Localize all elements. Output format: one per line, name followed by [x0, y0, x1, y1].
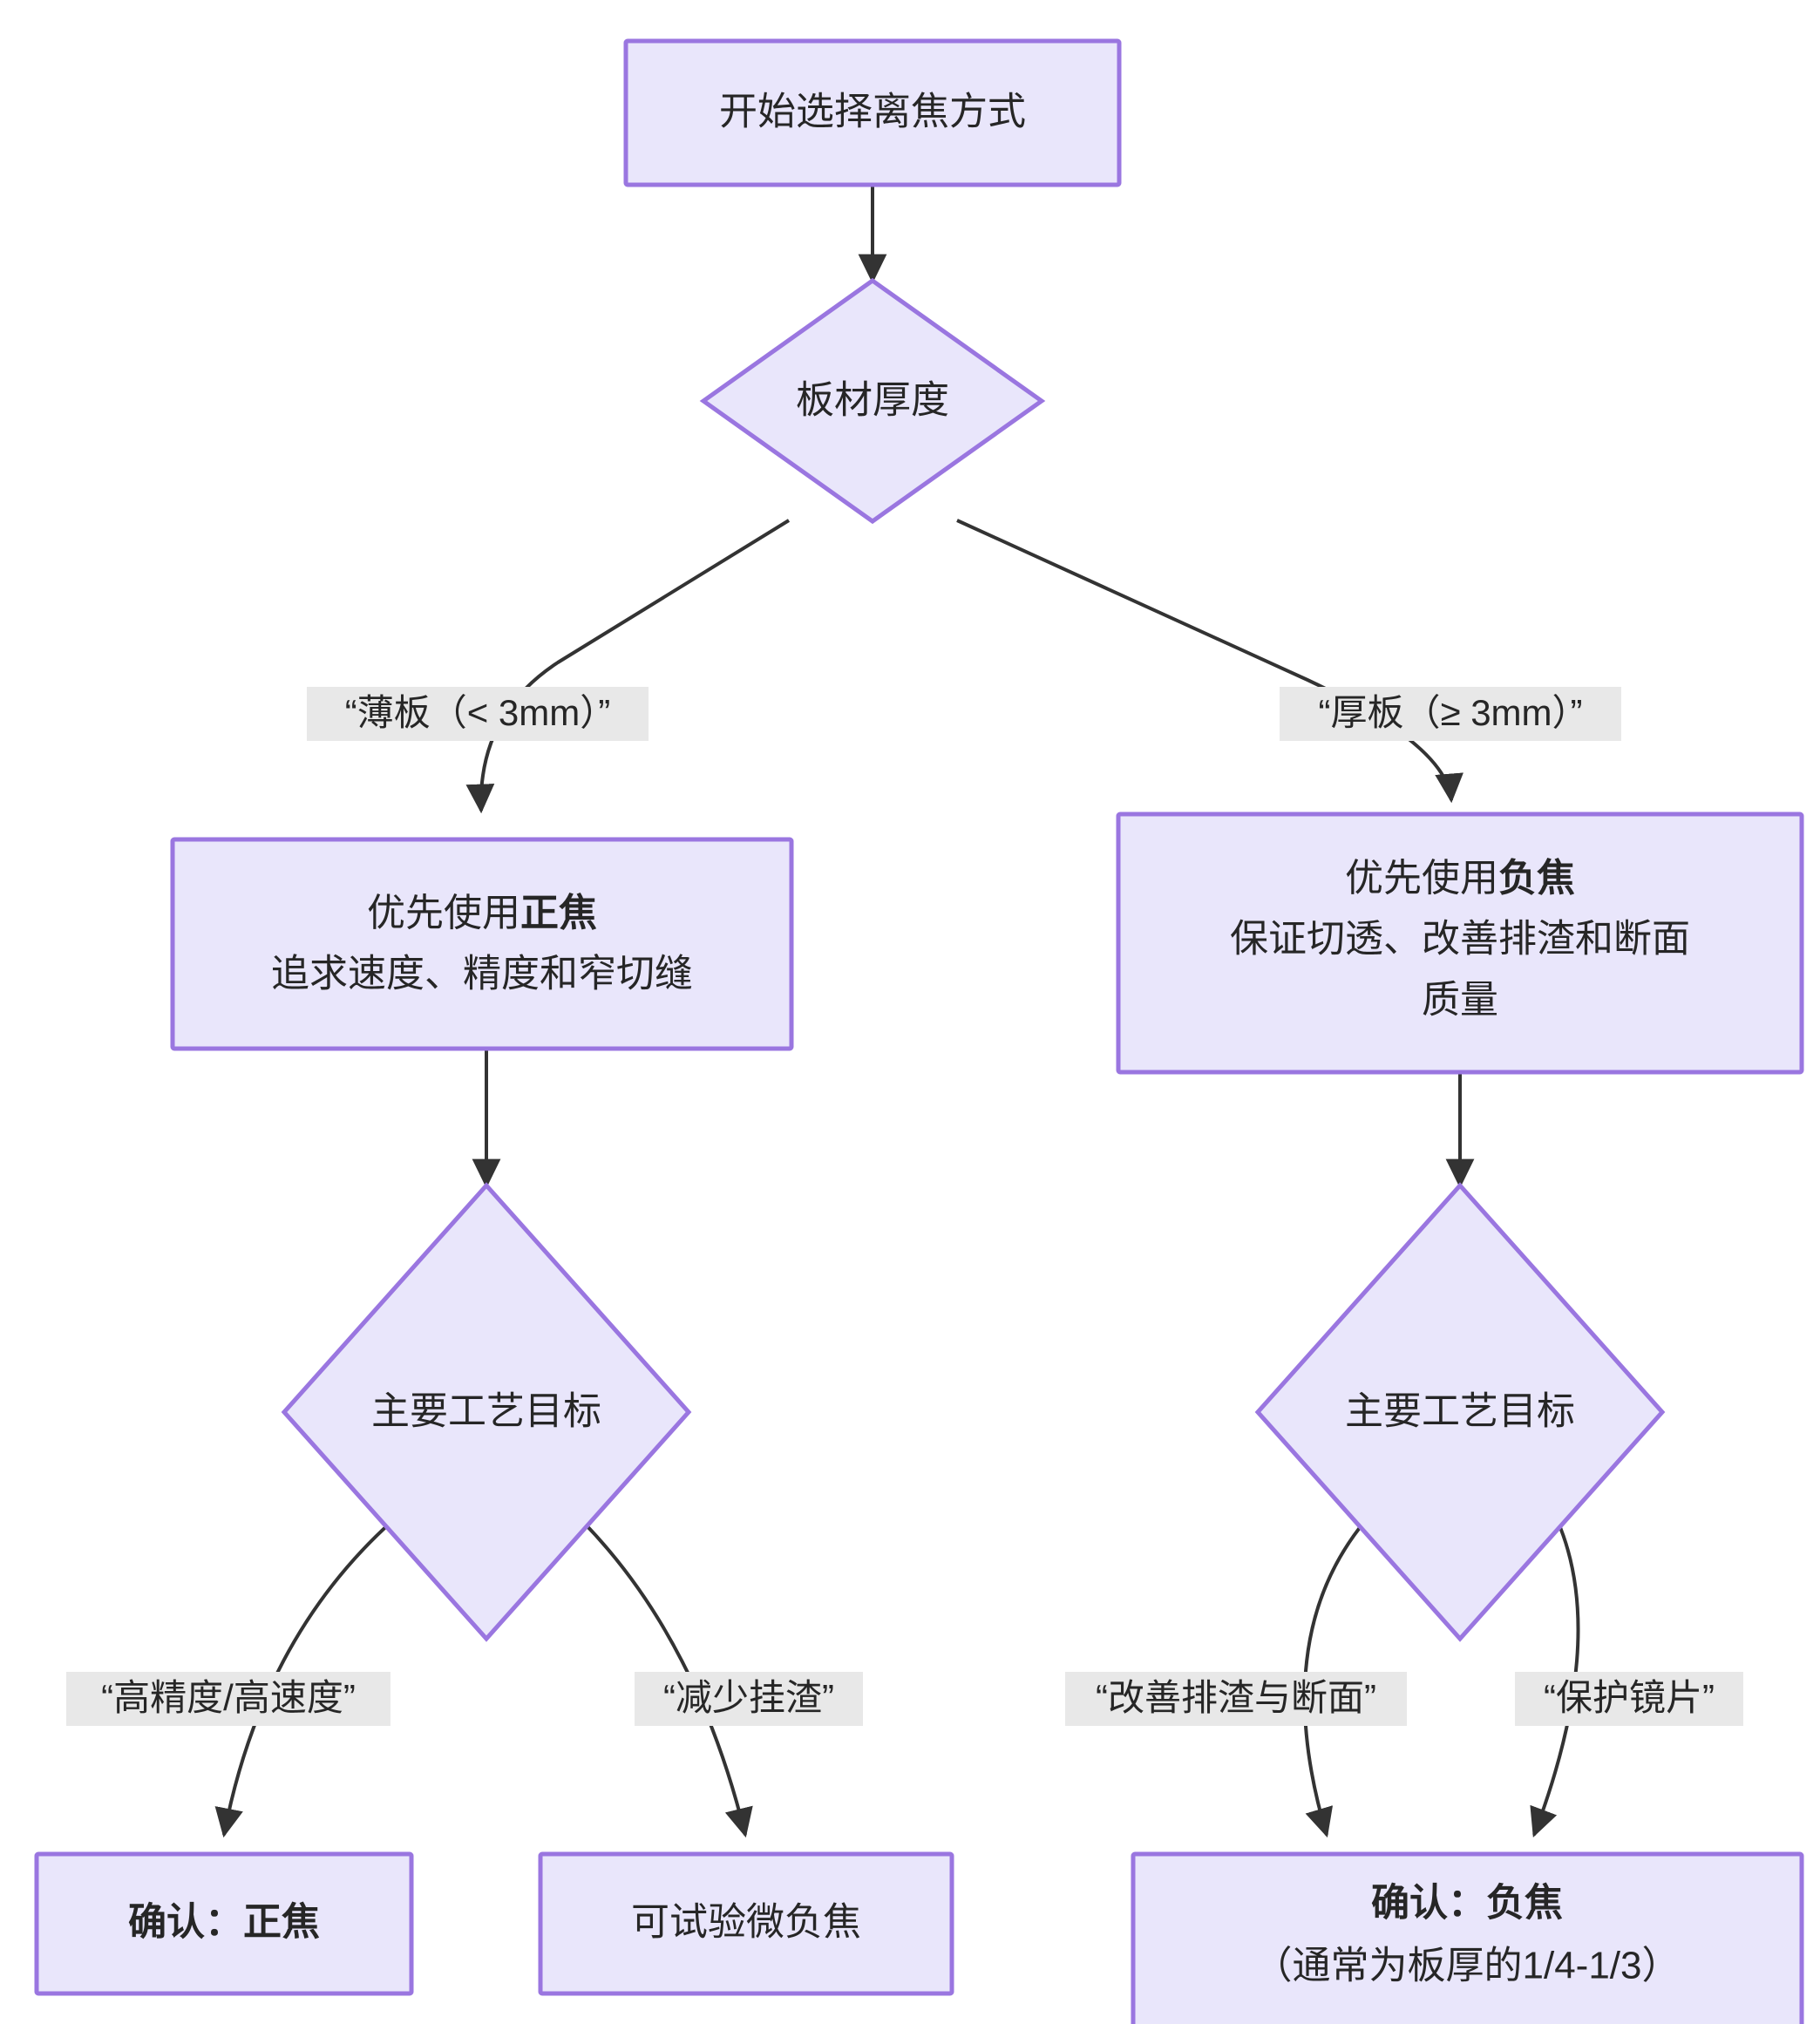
edge-label-high-precision-speed-text: “高精度/高速度” [101, 1677, 356, 1718]
node-thin-plate-action-line2: 追求速度、精度和窄切缝 [271, 953, 693, 995]
node-confirm-negative-focus-line2: （通常为板厚的1/4-1/3） [1254, 1945, 1681, 1987]
edge-label-improve-dross-section-bg [1065, 1672, 1407, 1726]
node-confirm-negative-focus[interactable]: 确认：负焦 （通常为板厚的1/4-1/3） [1131, 1851, 1804, 2024]
edge-label-protect-lens: “保护镜片” [1515, 1672, 1743, 1726]
node-thickness-decision-label: 板材厚度 [796, 379, 949, 422]
edge-thick-goal-to-confirm-negative-left [1302, 1519, 1367, 1838]
edge-label-thick-plate-bg [1280, 687, 1621, 741]
node-start-label: 开始选择离焦方式 [719, 91, 1026, 133]
thick-plate-line1-plain: 优先使用 [1345, 857, 1498, 900]
edge-thin-goal-to-try-negative [581, 1519, 753, 1838]
thick-plate-line1-bold: 负焦 [1498, 857, 1575, 900]
node-thick-plate-action-shape [1116, 812, 1804, 1075]
edge-label-high-precision-speed-bg [66, 1672, 390, 1726]
node-confirm-positive-focus-shape [34, 1851, 414, 1996]
edge-label-thin-plate-bg [307, 687, 649, 741]
node-start-shape [623, 38, 1122, 187]
edge-thin-goal-to-confirm-positive [214, 1519, 394, 1838]
node-try-slight-negative-focus-shape [538, 1851, 954, 1996]
node-thick-plate-action[interactable]: 优先使用负焦 保证切透、改善排渣和断面 质量 [1116, 812, 1804, 1075]
node-thin-goal-decision[interactable]: 主要工艺目标 [281, 1182, 692, 1642]
node-try-slight-negative-focus-label: 可试验微负焦 [631, 1901, 861, 1944]
node-thick-goal-decision[interactable]: 主要工艺目标 [1254, 1182, 1666, 1642]
thin-plate-line1-bold: 正焦 [520, 892, 597, 934]
node-thick-plate-action-line1: 优先使用负焦 [1345, 857, 1575, 900]
node-thick-goal-decision-label: 主要工艺目标 [1345, 1390, 1575, 1433]
edge-thick-goal-to-confirm-negative-right [1530, 1520, 1580, 1837]
edge-thickness-to-thin-plate [465, 519, 791, 814]
node-thick-plate-action-line3: 质量 [1422, 979, 1498, 1022]
edge-label-improve-dross-section-text: “改善排渣与断面” [1096, 1677, 1376, 1718]
edge-labels-layer: “薄板（< 3mm）” “厚板（≥ 3mm）” “高精度/高速度” “减少挂渣”… [66, 687, 1743, 1726]
node-thickness-decision[interactable]: 板材厚度 [699, 277, 1046, 525]
node-thick-plate-action-line2: 保证切透、改善排渣和断面 [1230, 918, 1690, 961]
node-try-slight-negative-focus[interactable]: 可试验微负焦 [538, 1851, 954, 1996]
node-start[interactable]: 开始选择离焦方式 [623, 38, 1122, 187]
edge-label-improve-dross-section: “改善排渣与断面” [1065, 1672, 1407, 1726]
thin-plate-line1-plain: 优先使用 [367, 892, 520, 934]
edge-thickness-to-thick-plate [956, 519, 1463, 804]
edge-label-reduce-dross-bg [635, 1672, 863, 1726]
edge-label-high-precision-speed: “高精度/高速度” [66, 1672, 390, 1726]
node-confirm-positive-focus-label: 确认：正焦 [128, 1901, 320, 1944]
node-thin-plate-action[interactable]: 优先使用正焦 追求速度、精度和窄切缝 [170, 837, 794, 1051]
edge-label-reduce-dross-text: “减少挂渣” [663, 1677, 834, 1718]
node-thin-goal-decision-shape [281, 1182, 692, 1642]
node-thin-plate-action-shape [170, 837, 794, 1051]
edge-label-thin-plate-text: “薄板（< 3mm）” [345, 692, 611, 733]
node-thickness-decision-shape [699, 277, 1046, 525]
edge-label-reduce-dross: “减少挂渣” [635, 1672, 863, 1726]
edge-label-protect-lens-bg [1515, 1672, 1743, 1726]
edge-label-thick-plate-text: “厚板（≥ 3mm）” [1318, 692, 1582, 733]
node-thick-goal-decision-shape [1254, 1182, 1666, 1642]
node-confirm-positive-focus[interactable]: 确认：正焦 [34, 1851, 414, 1996]
node-confirm-negative-focus-shape [1131, 1851, 1804, 2024]
edge-label-thick-plate: “厚板（≥ 3mm）” [1280, 687, 1621, 741]
node-thin-plate-action-line1: 优先使用正焦 [367, 892, 597, 934]
edge-label-thin-plate: “薄板（< 3mm）” [307, 687, 649, 741]
node-thin-goal-decision-label: 主要工艺目标 [371, 1390, 601, 1433]
node-confirm-negative-focus-line1: 确认：负焦 [1371, 1882, 1563, 1925]
edge-label-protect-lens-text: “保护镜片” [1544, 1677, 1715, 1718]
